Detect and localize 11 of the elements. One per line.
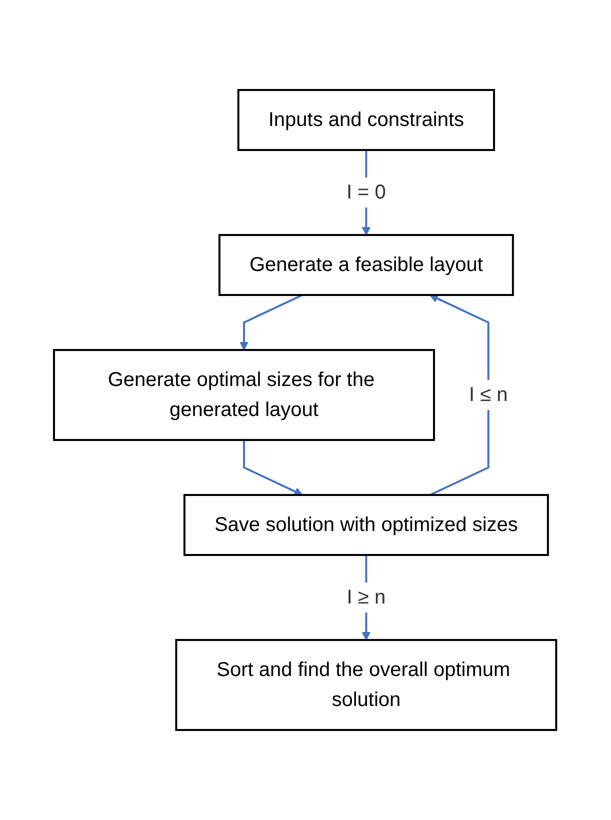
edge-label: I = 0 [346, 182, 386, 204]
arrow [243, 440, 304, 496]
node-box: Generate optimal sizes for the generated layout [53, 349, 436, 441]
edge-label: I ≤ n [469, 384, 508, 406]
node-box: Inputs and constraints [238, 89, 496, 151]
node-box: Sort and find the overall optimum solution [176, 638, 558, 731]
node-box: Save solution with optimized sizes [184, 494, 550, 556]
edge-label: I ≥ n [347, 586, 386, 608]
arrow [430, 294, 490, 496]
arrow [240, 294, 304, 350]
node-box: Generate a feasible layout [218, 234, 514, 296]
